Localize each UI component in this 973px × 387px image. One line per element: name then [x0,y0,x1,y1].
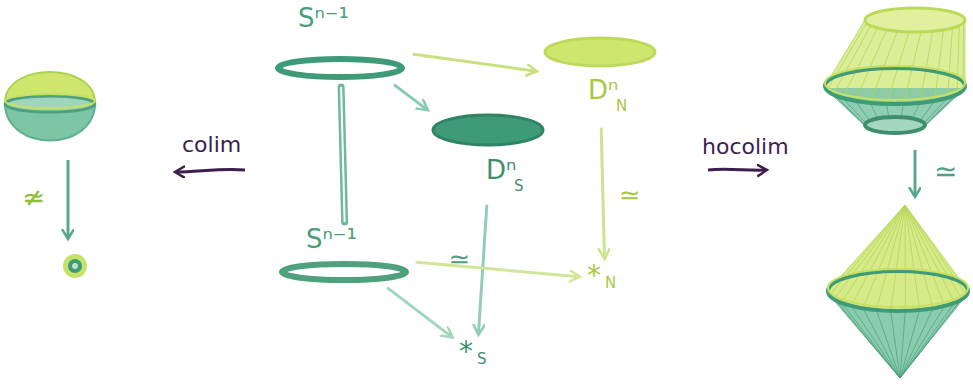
hatch-stroke [965,20,966,86]
ellipse-shape [545,38,655,66]
hatch-stroke [891,311,900,378]
point-node: *S [455,338,499,374]
hatch-stroke [863,308,900,378]
hatch-stroke [905,205,962,299]
hatch-stroke [900,310,920,378]
relation-symbol: ≄ [22,184,45,212]
hatch-stroke [900,306,945,378]
hatch-stroke [905,205,933,308]
map-arrow [67,160,70,238]
hatch-stroke [891,205,905,311]
map-arrow [914,150,917,196]
hatch-stroke [830,205,905,295]
subscript: S [514,179,524,194]
space-name: * [459,338,473,366]
map-arrow [478,206,486,334]
ellipse-shape [278,59,402,77]
space-ellipse: DⁿN [540,35,660,125]
hatch-stroke [833,26,871,95]
map-arrow [414,54,536,71]
hatch-stroke [905,205,920,310]
space-name: Sⁿ⁻¹ [298,5,349,31]
subscript: S [477,352,487,367]
edge-label: ≃ [619,182,641,208]
hatch-stroke [957,26,959,95]
space-ellipse: DⁿS [430,112,550,202]
hatch-stroke [841,205,905,303]
map-arrow [601,129,604,258]
hatch-stroke [863,205,905,308]
hatch-stroke [876,310,900,378]
cylinder-figure [825,8,965,133]
hatch-stroke [841,303,900,378]
ellipse-shape [433,115,543,145]
space-name: Dⁿ [486,157,516,183]
map-arrow [395,85,427,109]
subscript: N [616,99,627,114]
colim-arrow [176,169,245,172]
map-arrow [417,262,579,276]
map-arrow [388,288,452,336]
hatch-stroke [851,205,905,306]
space-ellipse: Sⁿ⁻¹ [278,226,413,286]
hatch-stroke [876,205,905,310]
hatch-stroke [905,205,906,311]
sphere-figure [5,72,95,141]
equality-line [341,87,345,222]
space-name: * [587,262,601,290]
suspension-figure [828,205,968,378]
space-name: Sⁿ⁻¹ [306,226,357,252]
ellipse-shape [282,264,406,280]
operation-label: hocolim [702,136,789,158]
hatch-stroke [827,23,866,90]
space-name: Dⁿ [588,77,618,103]
hocolim-arrow [708,168,766,172]
operation-label: colim [182,134,241,156]
hatch-stroke [947,28,952,98]
space-ellipse: Sⁿ⁻¹ [270,5,410,83]
point-figure [63,254,87,278]
relation-symbol: ≃ [934,158,957,186]
point-node: *N [583,262,627,296]
double-line-gap [341,87,345,222]
hatch-stroke [905,205,955,303]
subscript: N [605,276,616,291]
hatch-stroke [851,306,900,378]
hatch-stroke [935,30,944,101]
edge-label: ≃ [449,246,471,272]
